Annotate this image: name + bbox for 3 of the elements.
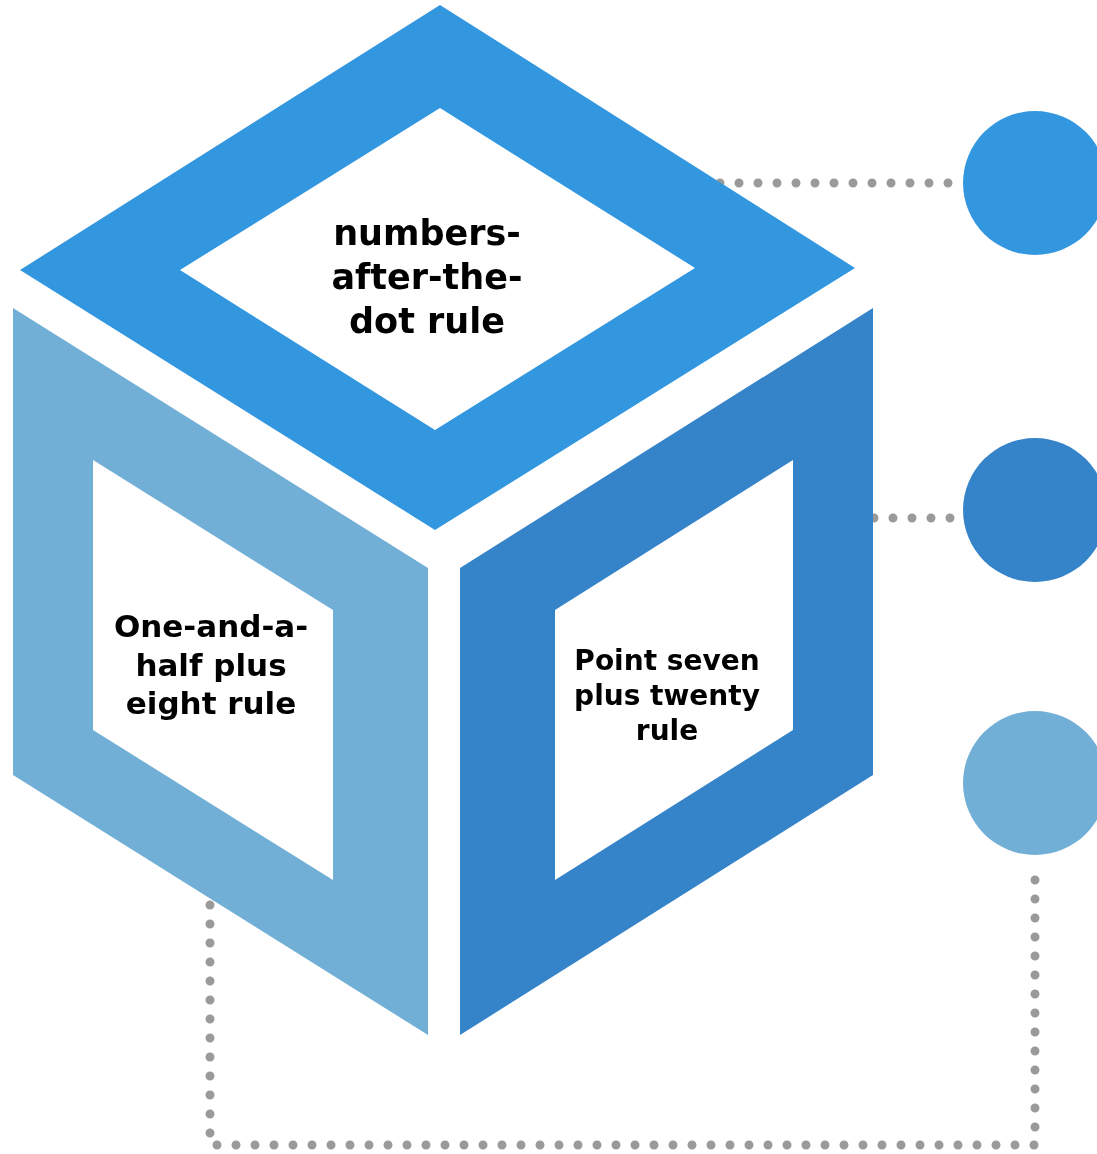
face-label: numbers-after-the-dot rule — [330, 212, 524, 343]
face-label: One-and-a-half plus eight rule — [112, 606, 310, 724]
face-label: Point seven plus twenty rule — [573, 642, 761, 748]
